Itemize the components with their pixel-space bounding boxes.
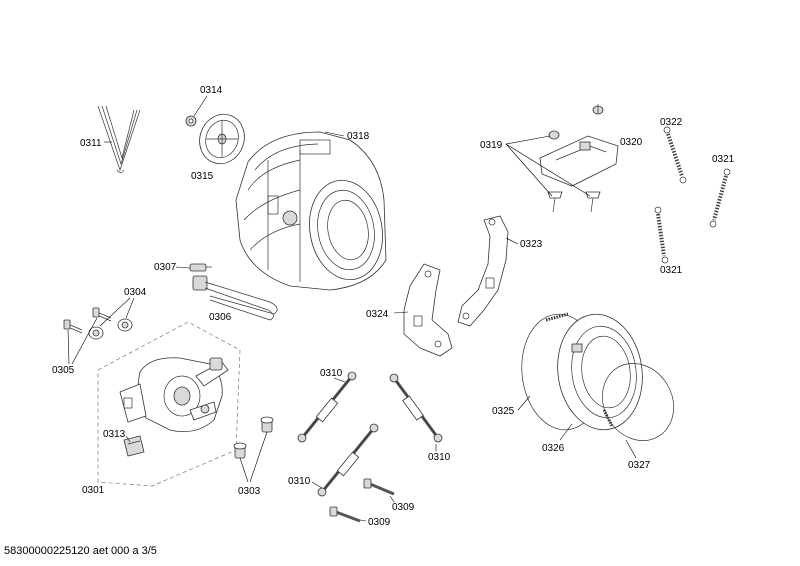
drain-pump[interactable]	[137, 357, 229, 433]
callout-0324: 0324	[366, 309, 389, 320]
callout-0325: 0325	[492, 406, 515, 417]
callout-0310-right: 0310	[428, 452, 451, 463]
foot-screw-1[interactable]	[63, 319, 83, 334]
callout-0319: 0319	[480, 140, 503, 151]
ntc-sensor[interactable]	[189, 263, 212, 272]
callout-0306: 0306	[209, 312, 232, 323]
top-bracket[interactable]	[539, 135, 619, 187]
right-bracket[interactable]	[457, 215, 509, 327]
inner-clamp-ring[interactable]	[589, 350, 688, 453]
shock-absorber-2[interactable]	[389, 373, 443, 443]
adjustable-foot-1[interactable]	[88, 326, 104, 340]
pulley-nut[interactable]	[185, 115, 197, 127]
callout-0322: 0322	[660, 117, 683, 128]
callout-0301: 0301	[82, 485, 105, 496]
adjustable-foot-2[interactable]	[117, 318, 133, 332]
callout-0315: 0315	[191, 171, 214, 182]
document-id: 58300000225120 aet 000 a 3/5	[4, 545, 157, 557]
callout-0311: 0311	[80, 138, 102, 149]
callout-0310-top: 0310	[320, 368, 343, 379]
callout-0309-right: 0309	[392, 502, 415, 513]
bracket-clip-1[interactable]	[548, 130, 560, 140]
drive-belt[interactable]	[97, 105, 141, 173]
tub-spring-2[interactable]	[709, 168, 731, 228]
shock-absorber-1[interactable]	[297, 371, 357, 443]
callout-0310-bottom: 0310	[288, 476, 311, 487]
callout-0320: 0320	[620, 137, 643, 148]
callout-0314: 0314	[200, 85, 223, 96]
door-seal[interactable]	[550, 309, 649, 436]
shock-absorber-3[interactable]	[317, 423, 379, 497]
tub[interactable]	[235, 131, 390, 291]
foot-screw-2[interactable]	[92, 307, 112, 322]
callout-0321-bottom: 0321	[660, 265, 683, 276]
drum-pulley[interactable]	[193, 108, 251, 170]
pump-connector[interactable]	[123, 435, 145, 457]
callout-0305: 0305	[52, 365, 75, 376]
shock-bolt-2[interactable]	[329, 506, 361, 523]
pump-cap-1[interactable]	[260, 416, 274, 433]
callout-0309-bottom: 0309	[368, 517, 391, 528]
tub-spring-1[interactable]	[663, 126, 687, 184]
bracket-screw-1[interactable]	[547, 191, 563, 213]
bracket-screw-2[interactable]	[585, 191, 601, 213]
shock-bolt-1[interactable]	[363, 478, 395, 496]
pump-bracket[interactable]	[119, 383, 147, 423]
callout-0321-top: 0321	[712, 154, 735, 165]
callout-0307: 0307	[154, 262, 177, 273]
callout-0327: 0327	[628, 460, 651, 471]
callout-0318: 0318	[347, 131, 370, 142]
tub-spring-3[interactable]	[654, 206, 669, 264]
heating-element[interactable]	[192, 275, 278, 321]
callout-0304: 0304	[124, 287, 147, 298]
callout-0326: 0326	[542, 443, 565, 454]
callout-0313: 0313	[103, 429, 126, 440]
bracket-nut[interactable]	[592, 104, 604, 115]
callout-0303: 0303	[238, 486, 261, 497]
callout-0323: 0323	[520, 239, 543, 250]
left-bracket[interactable]	[403, 263, 453, 357]
pump-cap-2[interactable]	[233, 442, 247, 459]
